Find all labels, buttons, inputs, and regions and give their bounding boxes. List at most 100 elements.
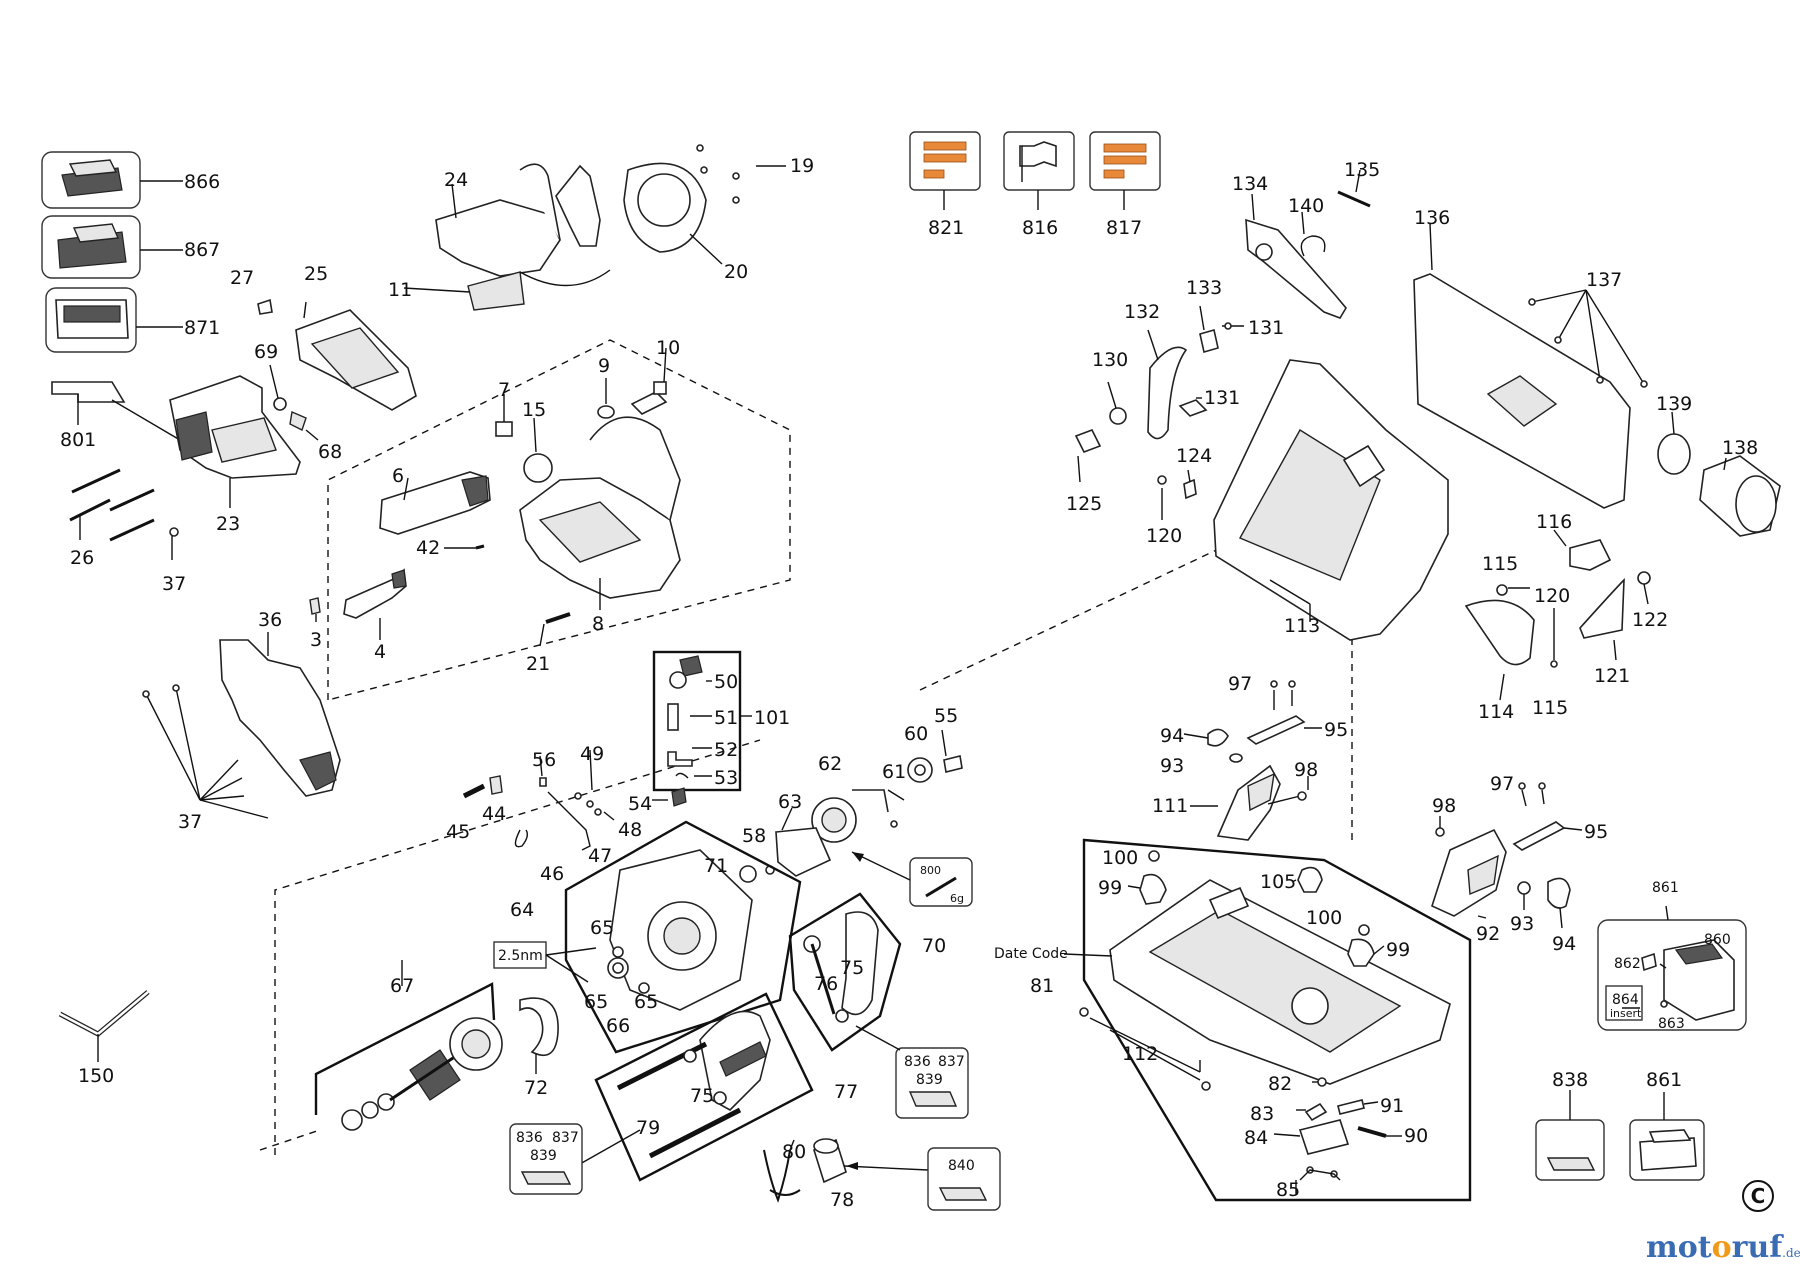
box-81 (1082, 838, 1472, 1202)
kit-836-upper: 836 (904, 1054, 931, 1070)
callout-55: 55 (934, 705, 958, 727)
callout-120-a: 120 (1146, 525, 1182, 547)
callout-134: 134 (1232, 173, 1268, 195)
callout-99-a: 99 (1098, 877, 1122, 899)
callout-115-a: 115 (1482, 553, 1518, 575)
callout-23: 23 (216, 513, 240, 535)
callout-67: 67 (390, 975, 414, 997)
grease-weight-text: 6g (950, 892, 964, 905)
callout-56: 56 (532, 749, 556, 771)
callout-94-a: 94 (1160, 725, 1184, 747)
bracket-19-20 (555, 144, 786, 265)
callout-105: 105 (1260, 871, 1296, 893)
callout-864: 864 (1612, 992, 1639, 1008)
kit-839-lower: 839 (530, 1148, 557, 1164)
torque-note-text: 2.5nm (498, 948, 543, 964)
callout-99-b: 99 (1386, 939, 1410, 961)
callout-48: 48 (618, 819, 642, 841)
callout-42: 42 (416, 537, 440, 559)
callout-116: 116 (1536, 511, 1572, 533)
note-labels: 2.5nm 800 6g Date Code insert 836 837 83… (498, 864, 1642, 1174)
gearbox-64 (607, 849, 757, 1011)
callout-98-a: 98 (1294, 759, 1318, 781)
callout-132: 132 (1124, 301, 1160, 323)
base-plate-81 (1063, 879, 1451, 1085)
callout-11: 11 (388, 279, 412, 301)
callout-75-b: 75 (690, 1085, 714, 1107)
box-70 (788, 892, 902, 1052)
callout-131-b: 131 (1204, 387, 1240, 409)
callout-60: 60 (904, 723, 928, 745)
callout-52: 52 (714, 739, 738, 761)
grease-qty-text: 800 (920, 864, 941, 877)
case-861-box (1629, 1092, 1705, 1181)
armature-67 (314, 960, 503, 1131)
callout-69: 69 (254, 341, 278, 363)
callout-4: 4 (374, 641, 386, 663)
callout-24: 24 (444, 169, 468, 191)
callout-44: 44 (482, 803, 506, 825)
callout-135: 135 (1344, 159, 1380, 181)
callout-101: 101 (754, 707, 790, 729)
callout-50: 50 (714, 671, 738, 693)
callout-860: 860 (1704, 932, 1731, 948)
callout-37-a: 37 (162, 573, 186, 595)
handle-half-36 (219, 632, 341, 797)
callout-150: 150 (78, 1065, 114, 1087)
screws-37 (142, 684, 269, 819)
hex-key-150 (58, 990, 150, 1062)
charger-867-group (41, 215, 183, 279)
callout-124: 124 (1176, 445, 1212, 467)
brand-part-2: o (1711, 1230, 1732, 1265)
callout-36: 36 (258, 609, 282, 631)
parts-9-10-7-15 (495, 347, 668, 483)
cover-136 (1413, 223, 1631, 509)
callout-83: 83 (1250, 1103, 1274, 1125)
spring-80 (763, 1139, 801, 1203)
callout-79: 79 (636, 1117, 660, 1139)
trigger-4-and-spring-3 (309, 568, 407, 640)
callout-25: 25 (304, 263, 328, 285)
link-77-parts (579, 1010, 771, 1165)
callout-labels: 866 867 871 801 23 26 37 37 27 25 69 68 … (60, 155, 1758, 1211)
callout-85: 85 (1276, 1179, 1300, 1201)
screw-21 (539, 612, 571, 647)
callout-75-a: 75 (840, 957, 864, 979)
copyright-icon: C (1742, 1180, 1774, 1212)
callout-133: 133 (1186, 277, 1222, 299)
callout-121: 121 (1594, 665, 1630, 687)
guard-132-133-130 (1074, 305, 1244, 483)
case-861-group (1597, 905, 1747, 1031)
callout-90: 90 (1404, 1125, 1428, 1147)
callout-92: 92 (1476, 923, 1500, 945)
guard-parts-116-114-121 (1464, 529, 1651, 701)
brand-domain: .de (1782, 1246, 1800, 1260)
callout-53: 53 (714, 767, 738, 789)
callout-136: 136 (1414, 207, 1450, 229)
callout-3: 3 (310, 629, 322, 651)
callout-64: 64 (510, 899, 534, 921)
callout-65-b: 65 (584, 991, 608, 1013)
ring-72 (519, 997, 559, 1074)
callout-98-b: 98 (1432, 795, 1456, 817)
callout-78: 78 (830, 1189, 854, 1211)
callout-10: 10 (656, 337, 680, 359)
kit-836-box-lower (509, 1123, 583, 1195)
box-64 (564, 820, 802, 1054)
callout-61: 61 (882, 761, 906, 783)
link-70-parts (803, 911, 879, 1023)
base-small-parts (1079, 1007, 1402, 1194)
date-code-text: Date Code (994, 946, 1068, 962)
guard-body-113 (1213, 359, 1449, 641)
callout-137: 137 (1586, 269, 1622, 291)
fence-parts-right (1431, 782, 1583, 929)
callout-95-b: 95 (1584, 821, 1608, 843)
callout-97-a: 97 (1228, 673, 1252, 695)
callout-871: 871 (184, 317, 220, 339)
callout-140: 140 (1288, 195, 1324, 217)
callout-21: 21 (526, 653, 550, 675)
motor-housing-8 (519, 416, 681, 610)
callout-863: 863 (1658, 1016, 1685, 1032)
box-77 (594, 992, 814, 1182)
callout-113: 113 (1284, 615, 1320, 637)
